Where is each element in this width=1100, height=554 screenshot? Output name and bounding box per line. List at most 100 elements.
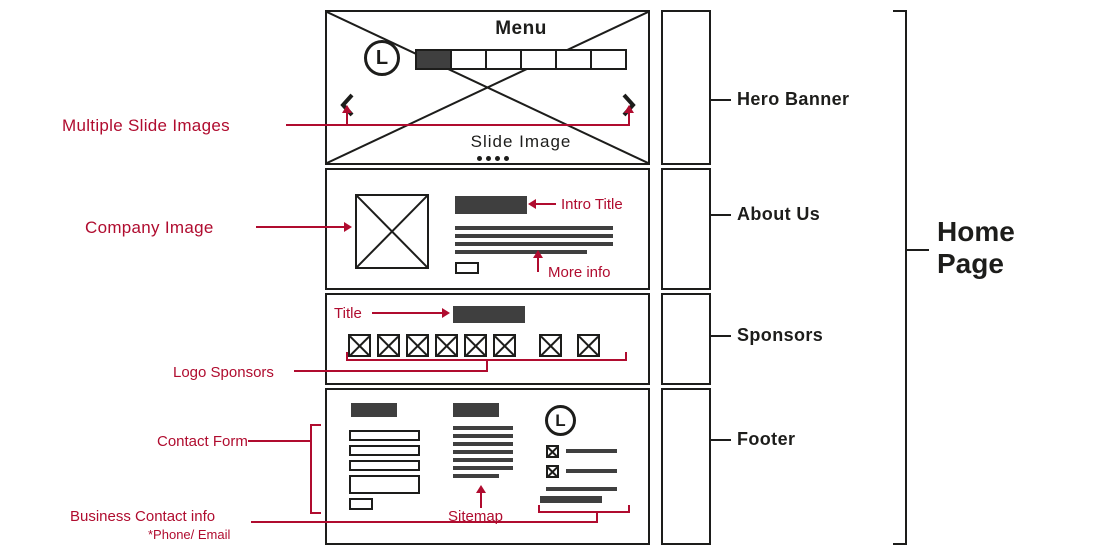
carousel-dot [504,156,509,161]
footer-section-frame: L [325,388,650,545]
contact-text-line [546,487,617,491]
text-line [455,226,613,230]
sponsor-logo-box [377,334,400,357]
annotation-logo-sponsors: Logo Sponsors [173,364,274,381]
logo-sponsors-drop-line [486,361,488,372]
sitemap-line [453,450,513,454]
sponsors-title-block [453,306,525,323]
left-slide-arrow-icon [342,105,352,113]
sitemap-arrow-icon [476,485,486,493]
about-label-connector [711,214,731,216]
about-bracket [661,168,711,290]
carousel-dot [486,156,491,161]
footer-bracket [661,388,711,545]
intro-title-line [536,203,556,205]
form-field-placeholder [349,430,420,441]
business-contact-line [251,521,598,523]
sponsor-logo-box [464,334,487,357]
sitemap-line [453,434,513,438]
footer-label-connector [711,439,731,441]
sponsor-logo-box [435,334,458,357]
more-info-arrow-icon [533,250,543,258]
sponsors-label-connector [711,335,731,337]
footer-logo: L [545,405,576,436]
sponsor-logo-box [406,334,429,357]
text-line [455,250,587,254]
text-line [455,234,613,238]
page-title: Home Page [937,216,1015,280]
menu-item-cell [520,49,557,70]
logo-sponsors-bracket [346,352,627,361]
more-info-button-placeholder [455,262,479,274]
hero-placeholder-cross-icon [327,12,648,163]
intro-title-block [455,196,527,214]
slide-image-label: Slide Image [470,132,572,151]
sponsors-title-line [372,312,442,314]
intro-title-arrow-icon [528,199,536,209]
home-page-bracket [893,10,907,545]
menu-item-cell-active [415,49,452,70]
contact-text-line [566,469,617,473]
contact-form-title-block [351,403,397,417]
form-textarea-placeholder [349,475,420,494]
carousel-dots [477,156,509,161]
hero-section-frame: Menu L Slide Image [325,10,650,165]
sitemap-pointer-line [480,492,482,508]
annotation-sitemap: Sitemap [448,508,504,525]
footer-logo-letter: L [555,410,566,430]
annotation-more-info: More info [548,264,611,281]
sponsor-logo-box [493,334,516,357]
contact-icon-box [546,445,559,458]
company-image-arrow-icon [344,222,352,232]
annotation-multiple-slide-images: Multiple Slide Images [62,116,230,135]
multiple-slides-line [286,124,630,126]
section-label-about-us: About Us [737,204,821,224]
contact-icon-box [546,465,559,478]
annotation-sponsors-title: Title [334,305,362,322]
menu-label: Menu [495,18,547,39]
contact-form-bracket [310,424,321,514]
hero-label-connector [711,99,731,101]
carousel-dot [477,156,482,161]
section-label-hero-banner: Hero Banner [737,89,850,109]
contact-thick-line [540,496,602,503]
annotation-phone-email: *Phone/ Email [148,527,231,542]
home-page-connector [907,249,929,251]
company-image-line [256,226,344,228]
hero-logo-letter: L [375,46,389,69]
contact-form-line [248,440,310,442]
right-slide-arrow-icon [624,105,634,113]
annotation-contact-form: Contact Form [157,433,248,450]
sponsors-section-frame [325,293,650,385]
logo-sponsors-line [294,370,487,372]
more-info-pointer-line [537,257,539,272]
sponsor-logo-box [539,334,562,357]
text-line [455,242,613,246]
menu-item-cell [485,49,522,70]
hero-logo: L [364,40,400,76]
annotation-business-contact: Business Contact info [70,508,216,525]
sitemap-line [453,458,513,462]
company-image-placeholder [355,194,429,269]
annotation-intro-title: Intro Title [561,196,623,213]
hero-bracket [661,10,711,165]
right-slide-pointer-line [628,112,630,125]
section-label-footer: Footer [737,429,796,449]
business-contact-riser-line [596,513,598,523]
business-contact-bracket [538,505,630,513]
form-field-placeholder [349,460,420,471]
submit-button-placeholder [349,498,373,510]
section-label-sponsors: Sponsors [737,325,824,345]
sitemap-title-block [453,403,499,417]
sponsor-logo-box [577,334,600,357]
sponsor-logo-box [348,334,371,357]
annotation-company-image: Company Image [85,218,214,237]
contact-text-line [566,449,617,453]
menu-bar [415,49,627,70]
form-field-placeholder [349,445,420,456]
left-slide-pointer-line [346,112,348,125]
sitemap-line [453,426,513,430]
sponsors-title-arrow-icon [442,308,450,318]
sitemap-line [453,466,513,470]
